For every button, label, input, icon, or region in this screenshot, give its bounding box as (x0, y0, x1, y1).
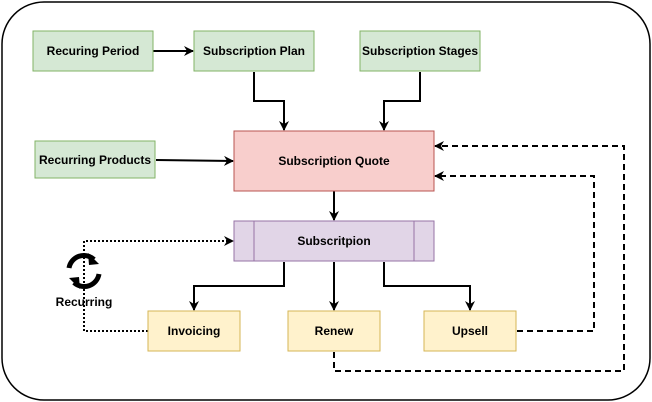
node-subscription-stages-label: Subscription Stages (362, 44, 478, 58)
edge-plan-to-quote (253, 72, 289, 131)
node-subscription-stages-box[interactable] (359, 30, 481, 72)
node-subscription-quote-box[interactable] (233, 130, 435, 192)
node-invoicing-label: Invoicing (168, 324, 221, 338)
node-recurring-period-box[interactable] (32, 30, 154, 72)
node-recurring-products-box[interactable] (34, 140, 156, 179)
node-invoicing-box[interactable] (147, 310, 241, 352)
node-renew-box[interactable] (287, 310, 381, 352)
node-upsell-box[interactable] (423, 310, 517, 352)
node-recurring-products-label: Recurring Products (39, 153, 151, 167)
edge-renew-to-quote-dashed (333, 141, 625, 372)
edge-subscription-to-invoicing (189, 262, 285, 311)
edge-subscription-to-upsell (383, 262, 475, 311)
node-renew-label: Renew (315, 324, 354, 338)
node-invoicing[interactable]: Invoicing (147, 310, 241, 352)
node-subscription-plan-label: Subscription Plan (203, 44, 305, 58)
edge-stages-to-quote (379, 72, 421, 131)
node-subscription-quote[interactable]: Subscription Quote (233, 130, 435, 192)
refresh-cycle-icon (66, 253, 102, 289)
node-subscription[interactable]: Subscritpion (233, 220, 435, 262)
node-recurring-period[interactable]: Recuring Period (32, 30, 154, 72)
edges (83, 46, 625, 372)
node-subscription-box[interactable] (233, 220, 435, 262)
node-subscription-stages[interactable]: Subscription Stages (359, 30, 481, 72)
node-subscription-plan-box[interactable] (193, 30, 315, 72)
node-renew[interactable]: Renew (287, 310, 381, 352)
edge-products-to-quote (155, 155, 234, 166)
node-recurring-period-label: Recuring Period (47, 44, 140, 58)
node-recurring-products[interactable]: Recurring Products (34, 140, 156, 179)
edge-upsell-to-quote-dashed (434, 171, 595, 332)
node-subscription-quote-label: Subscription Quote (278, 154, 390, 168)
node-upsell[interactable]: Upsell (423, 310, 517, 352)
node-upsell-label: Upsell (452, 324, 488, 338)
recurring-icon-label: Recurring (56, 295, 113, 309)
node-subscription-label: Subscritpion (297, 234, 370, 248)
node-subscription-plan[interactable]: Subscription Plan (193, 30, 315, 72)
